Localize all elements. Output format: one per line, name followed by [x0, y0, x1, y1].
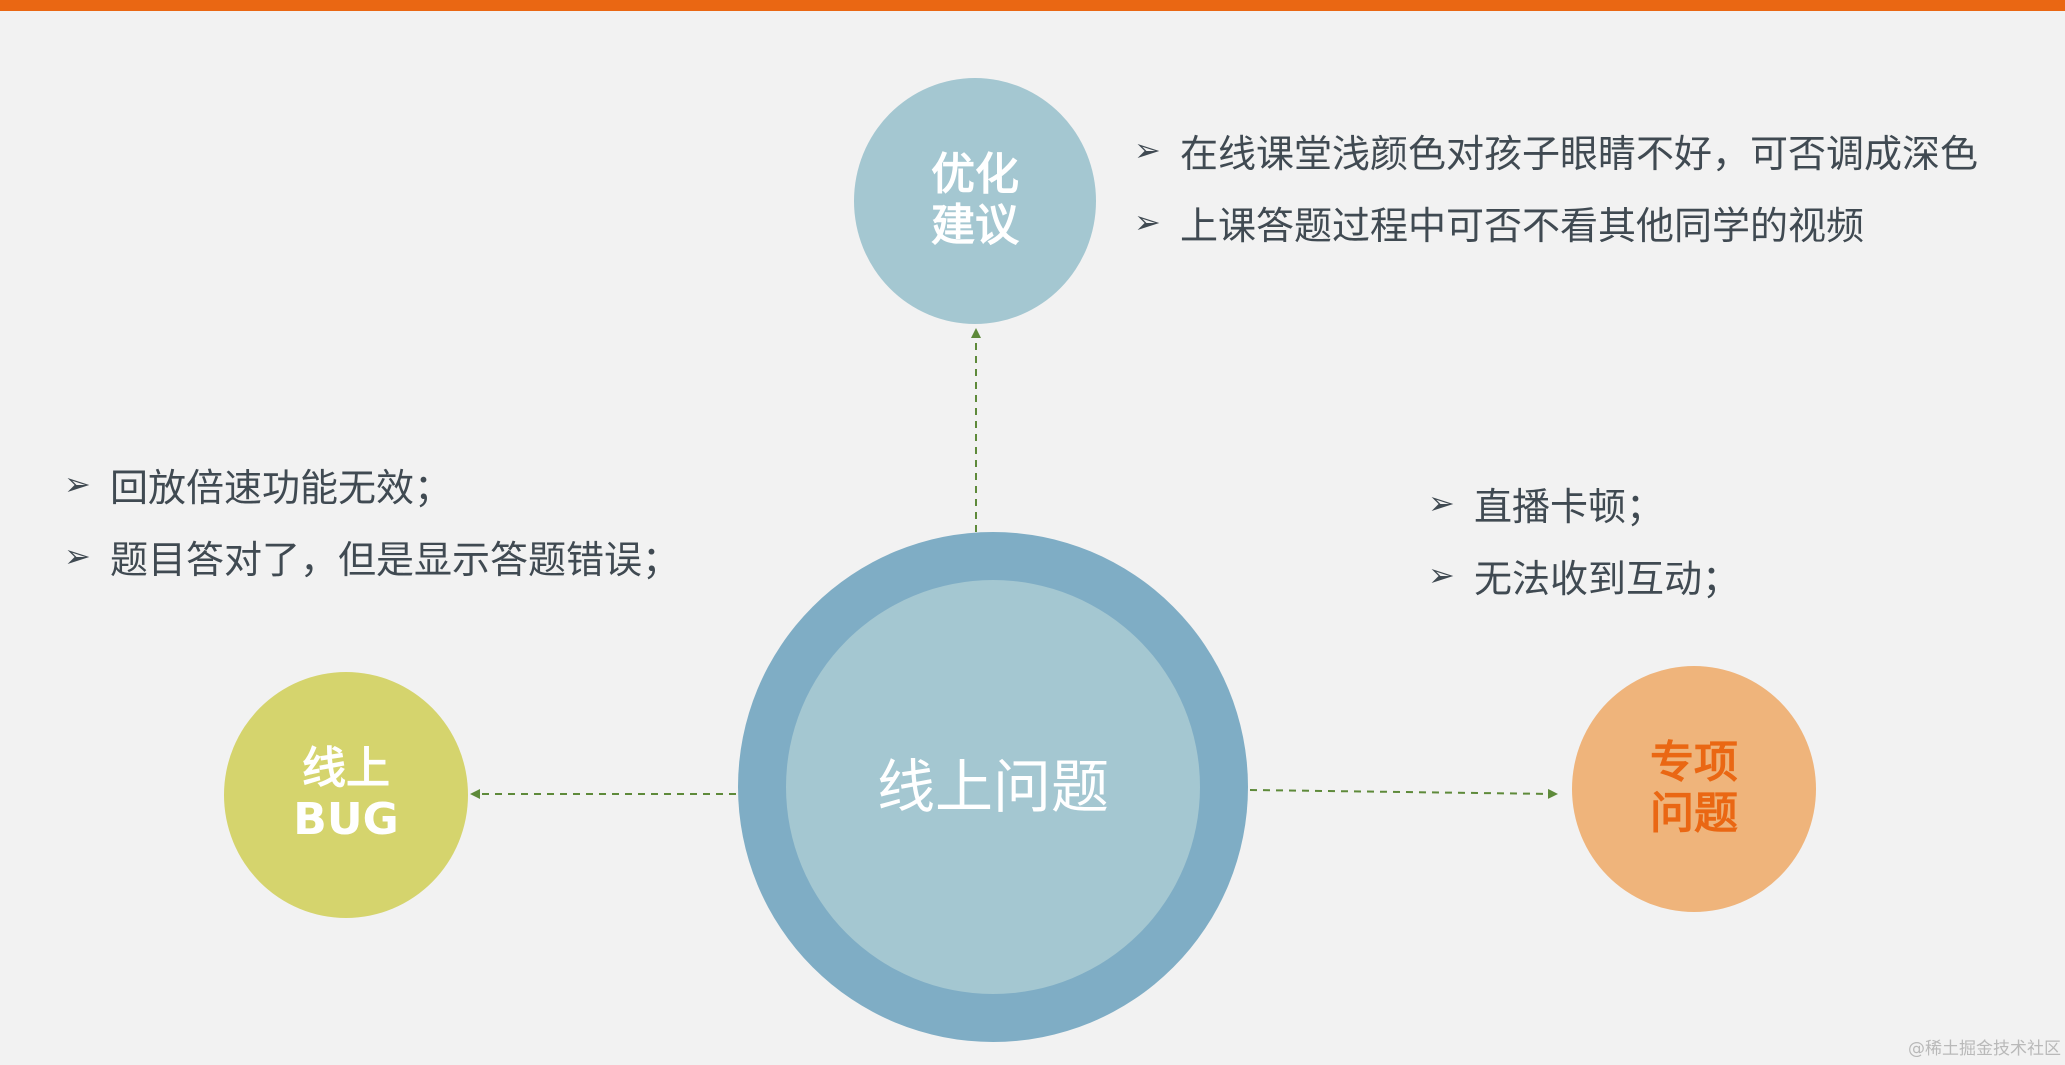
- list-item-text: 回放倍速功能无效；: [110, 465, 453, 510]
- list-item: ➢ 上课答题过程中可否不看其他同学的视频: [1134, 186, 1978, 258]
- online-bug-list: ➢ 回放倍速功能无效； ➢ 题目答对了，但是显示答题错误；: [64, 448, 680, 592]
- list-item: ➢ 题目答对了，但是显示答题错误；: [64, 520, 680, 592]
- connector-to-right: [1249, 788, 1558, 799]
- top-accent-bar: [0, 0, 2065, 11]
- optimization-node-label: 优化 建议: [931, 149, 1019, 251]
- list-item-text: 无法收到互动；: [1474, 556, 1741, 601]
- special-issue-list: ➢ 直播卡顿； ➢ 无法收到互动；: [1428, 467, 1740, 611]
- arrow-bullet-icon: ➢: [1134, 203, 1161, 241]
- online-bug-node: 线上 BUG: [224, 672, 468, 918]
- optimization-node: 优化 建议: [854, 78, 1096, 324]
- list-item-text: 题目答对了，但是显示答题错误；: [110, 537, 681, 582]
- list-item: ➢ 在线课堂浅颜色对孩子眼睛不好，可否调成深色: [1134, 114, 1978, 186]
- list-item-text: 在线课堂浅颜色对孩子眼睛不好，可否调成深色: [1180, 131, 1979, 176]
- arrow-bullet-icon: ➢: [1134, 131, 1161, 169]
- list-item: ➢ 直播卡顿；: [1428, 467, 1740, 539]
- center-node: 线上问题: [786, 580, 1200, 994]
- list-item-text: 上课答题过程中可否不看其他同学的视频: [1180, 203, 1865, 248]
- arrow-bullet-icon: ➢: [1428, 556, 1455, 594]
- watermark: @稀土掘金技术社区: [1908, 1039, 2061, 1059]
- special-issue-node-label: 专项 问题: [1650, 737, 1738, 839]
- list-item-text: 直播卡顿；: [1474, 484, 1665, 529]
- special-issue-node: 专项 问题: [1572, 666, 1816, 912]
- optimization-list: ➢ 在线课堂浅颜色对孩子眼睛不好，可否调成深色 ➢ 上课答题过程中可否不看其他同…: [1134, 114, 1978, 258]
- arrow-bullet-icon: ➢: [1428, 484, 1455, 522]
- online-bug-node-label: 线上 BUG: [293, 743, 399, 845]
- center-node-label: 线上问题: [876, 752, 1109, 821]
- arrow-bullet-icon: ➢: [64, 465, 91, 503]
- list-item: ➢ 回放倍速功能无效；: [64, 448, 680, 520]
- arrow-bullet-icon: ➢: [64, 537, 91, 575]
- list-item: ➢ 无法收到互动；: [1428, 539, 1740, 611]
